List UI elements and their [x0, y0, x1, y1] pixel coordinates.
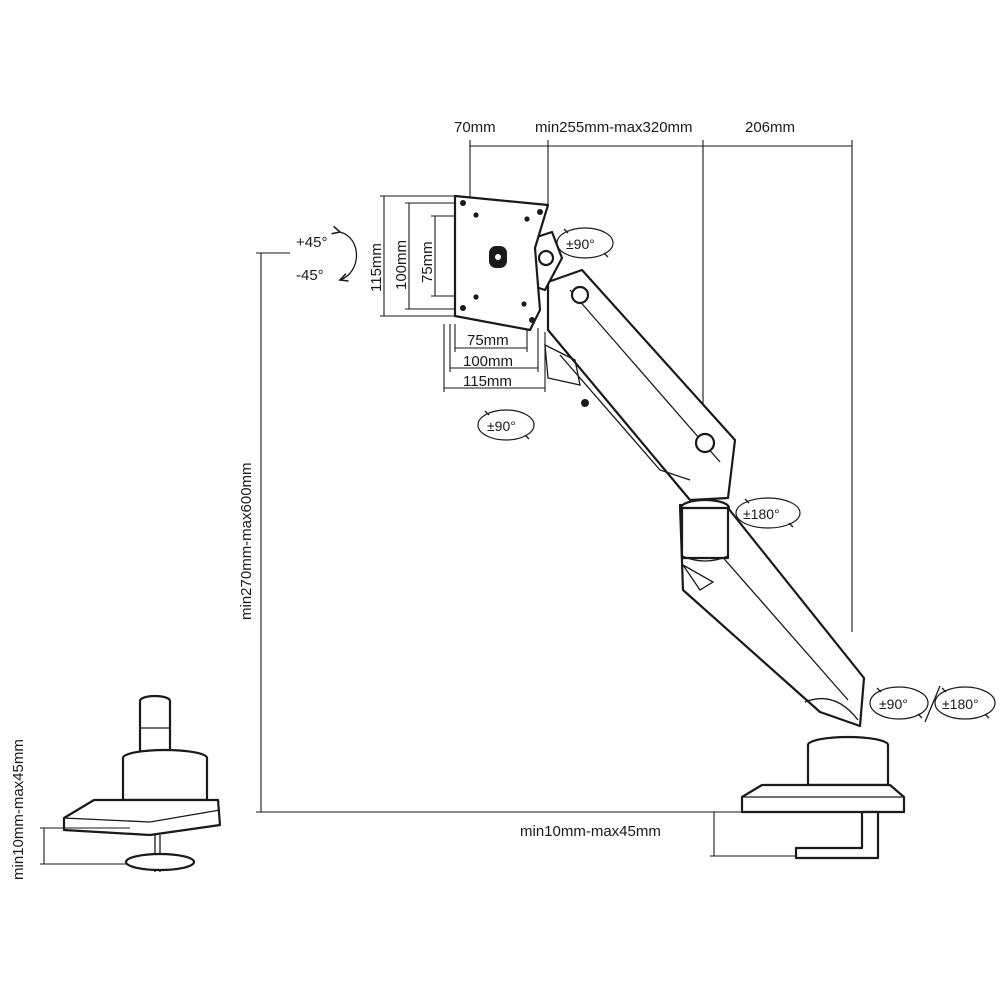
- upper-arm-channel: [559, 354, 691, 481]
- base-rotation-label: ±180°: [942, 696, 979, 712]
- height-dimension: min270mm-max600mm: [238, 252, 742, 813]
- height-range-label: min270mm-max600mm: [238, 462, 255, 620]
- elbow-column-curve: [681, 555, 729, 562]
- rotation-oval-icon: [477, 409, 535, 441]
- top-dimension-lines: 70mm min255mm-max320mm 206mm: [454, 119, 853, 632]
- clamp-detail-bottom-plate: [124, 852, 196, 872]
- vesa-hole: [537, 209, 543, 215]
- rotation-arrow-icon: [484, 410, 530, 440]
- plate-rotation-label: ±90°: [487, 418, 516, 434]
- rotation-indicator-head: ±90°: [556, 227, 614, 259]
- arm-reach-label: min255mm-max320mm: [535, 119, 693, 136]
- rotation-indicator-plate: ±90°: [477, 409, 535, 441]
- upper-arm-hinge: [544, 343, 581, 386]
- rotation-arrow-icon: [876, 687, 923, 719]
- separator-slash: [924, 685, 941, 723]
- vesa-hole: [529, 317, 535, 323]
- base-offset-label: 206mm: [745, 119, 795, 136]
- vesa-height-100-label: 100mm: [393, 240, 410, 290]
- upper-arm-knob: [694, 432, 716, 454]
- vesa-dimensions: 115mm 100mm 75mm 75mm 100mm 115mm: [368, 195, 546, 392]
- head-swivel-label: ±90°: [566, 236, 595, 252]
- base-clamp-bottom: [794, 810, 880, 860]
- vesa-height-75-label: 75mm: [419, 241, 436, 283]
- tilt-arrow-icon: [340, 232, 357, 280]
- tilt-indicator: +45° -45°: [296, 232, 357, 284]
- vesa-height-115-label: 115mm: [368, 243, 385, 292]
- lower-arm-foot: [804, 698, 859, 721]
- rotation-oval-icon: [934, 686, 996, 720]
- vesa-width-100-label: 100mm: [463, 353, 513, 370]
- base-column: [806, 745, 890, 787]
- base-clamp-top: [740, 783, 906, 814]
- tilt-knob: [537, 249, 555, 267]
- desk-thickness-base-label: min10mm-max45mm: [10, 739, 27, 880]
- elbow-rotation-label: ±180°: [743, 506, 780, 522]
- upper-arm: [546, 268, 737, 502]
- vesa-hole: [460, 305, 466, 311]
- clamp-detail-column: [121, 758, 209, 802]
- rotation-oval-icon: [735, 497, 801, 529]
- vesa-hole: [473, 212, 479, 218]
- vesa-hole: [521, 301, 527, 307]
- vesa-width-115-label: 115mm: [463, 373, 512, 390]
- desk-thickness-side-label: min10mm-max45mm: [520, 823, 661, 840]
- top-offset-label: 70mm: [454, 119, 496, 136]
- rotation-arrow-icon: [563, 228, 609, 258]
- rotation-indicator-elbow: ±180°: [735, 497, 801, 529]
- rotation-arrow-icon: [744, 498, 794, 528]
- elbow-column: [680, 506, 730, 560]
- tilt-minus-label: -45°: [296, 267, 324, 284]
- upper-arm-pivot: [570, 285, 590, 305]
- vesa-hole: [460, 200, 466, 206]
- vesa-hole: [524, 216, 530, 222]
- clamp-detail: min10mm-max45mm: [10, 694, 222, 880]
- clamp-detail-plate: [62, 798, 222, 837]
- upper-arm-edge: [569, 289, 721, 463]
- vesa-center-dot: [495, 254, 501, 260]
- vesa-hole: [473, 294, 479, 300]
- clamp-detail-plate-edge: [63, 809, 221, 823]
- monitor-arm: [453, 194, 906, 860]
- desk-thickness-dimension: min10mm-max45mm: [520, 812, 796, 857]
- rotation-indicator-base: ±90° ±180°: [869, 685, 996, 723]
- rotation-arrow-icon: [941, 687, 990, 719]
- vesa-width-75-label: 75mm: [467, 332, 509, 349]
- base-swivel-label: ±90°: [879, 696, 908, 712]
- upper-arm-screw: [581, 399, 589, 407]
- tilt-plus-label: +45°: [296, 234, 327, 251]
- lower-arm-slot: [682, 564, 715, 591]
- rotation-oval-icon: [869, 686, 929, 720]
